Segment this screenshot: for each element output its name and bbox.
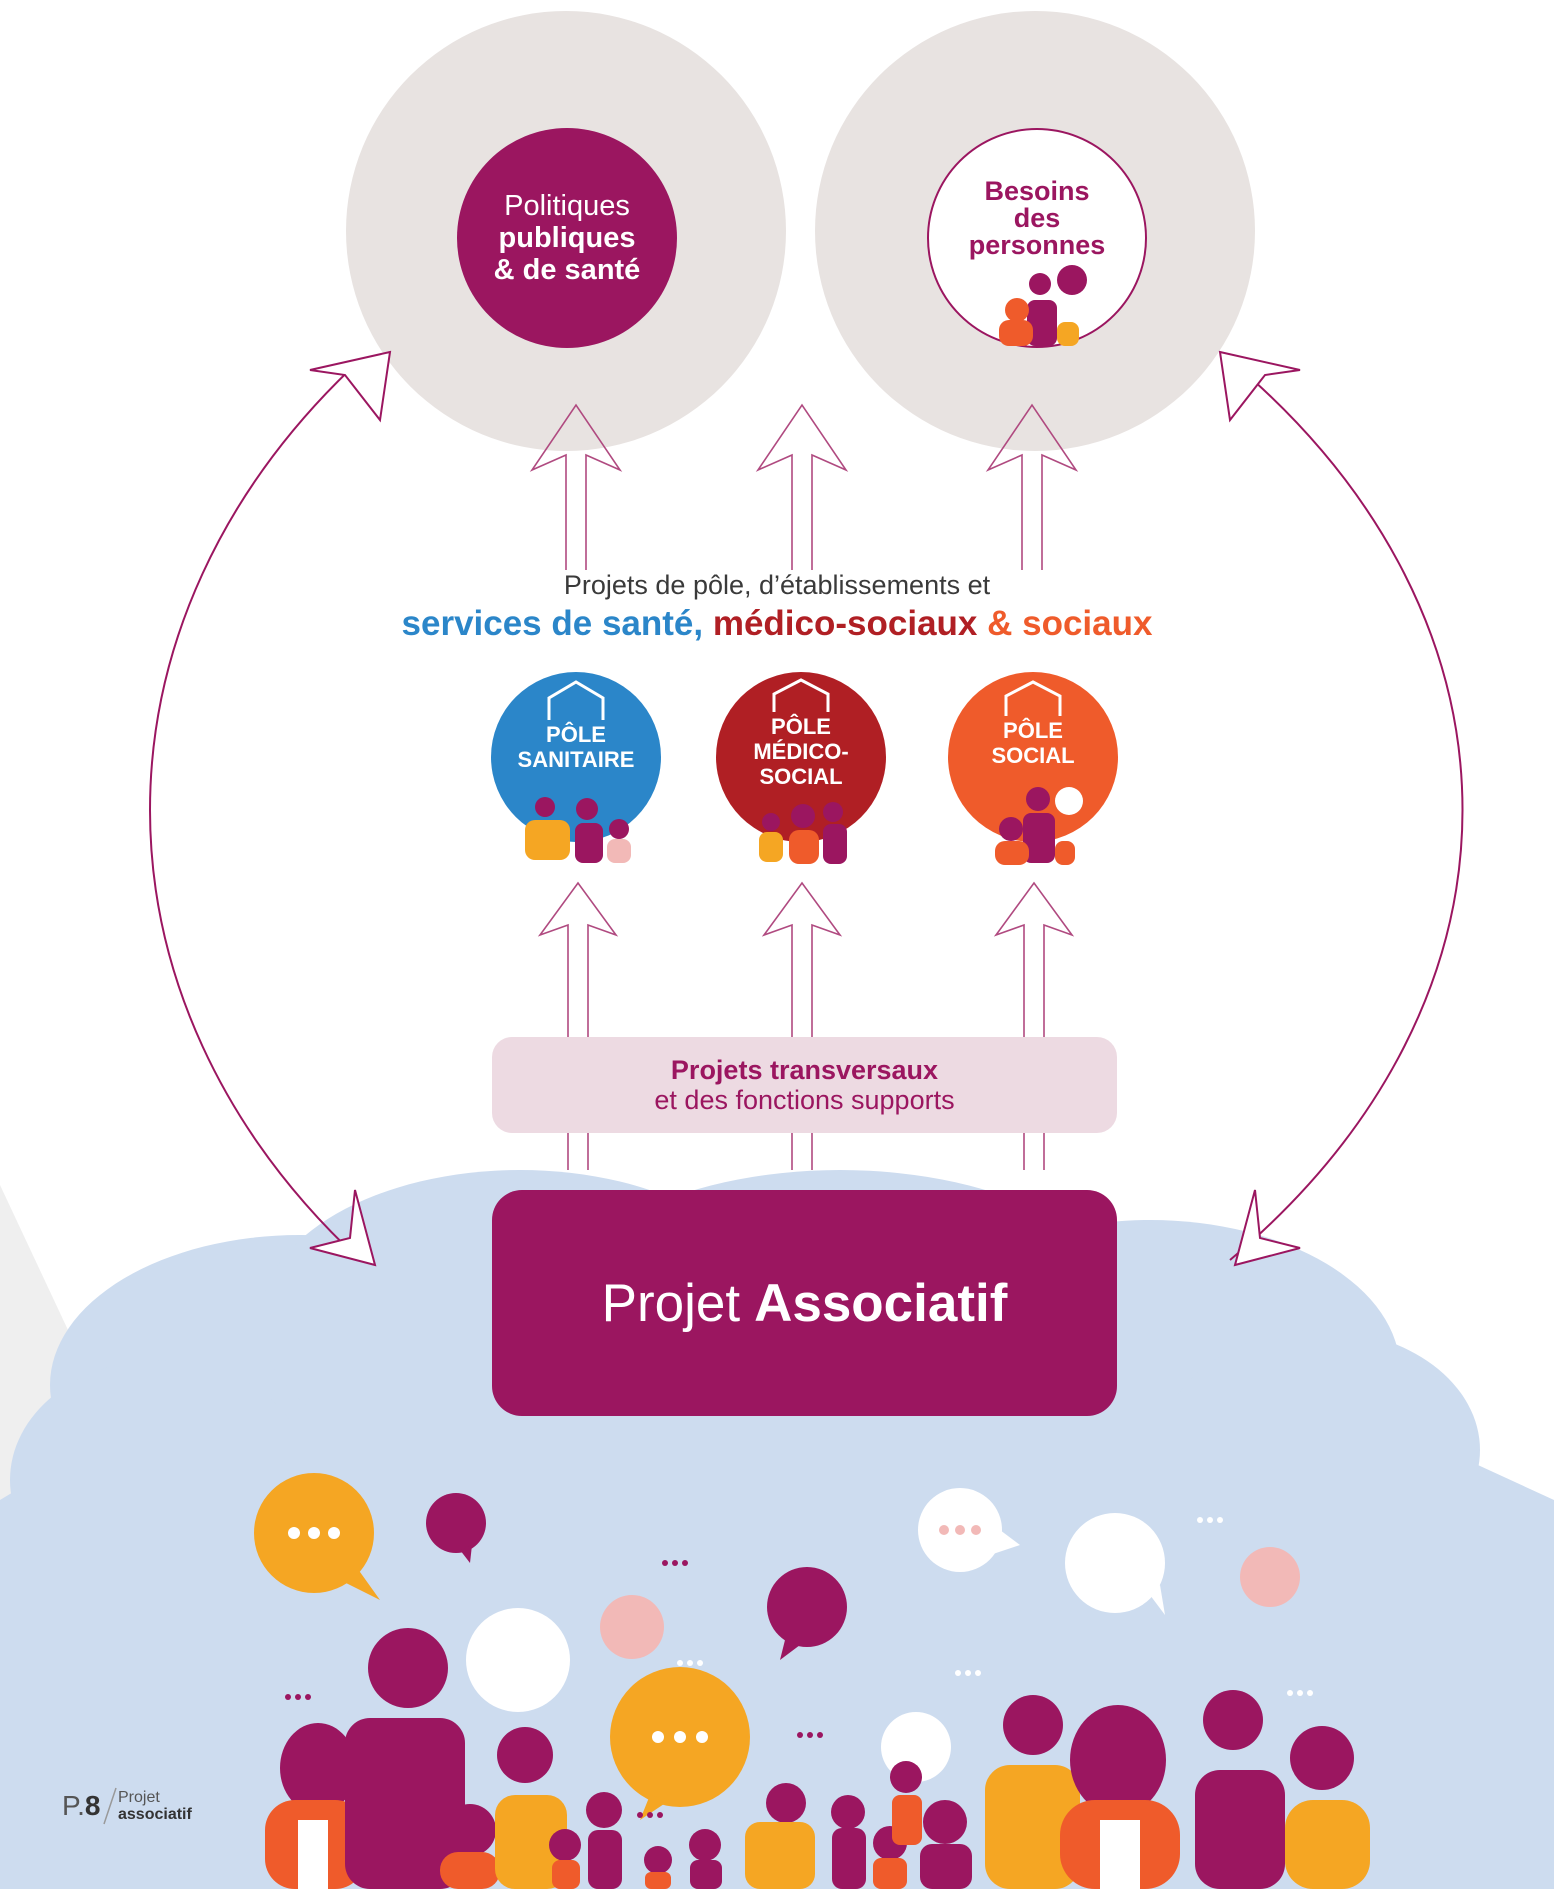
pole-social-line1: PÔLE bbox=[1003, 718, 1063, 743]
right-arc bbox=[1229, 359, 1464, 1261]
services-medico-sociaux: médico-sociaux bbox=[712, 604, 978, 643]
up-arrow-3 bbox=[985, 403, 1079, 570]
besoins-people-illustration bbox=[999, 265, 1087, 346]
footer-label-line2: associatif bbox=[118, 1806, 192, 1823]
services-line: services de santé, médico-sociaux & soci… bbox=[200, 604, 1354, 644]
associatif-bold: Associatif bbox=[754, 1273, 1008, 1333]
up-arrow-1 bbox=[529, 403, 623, 570]
footer-label-line1: Projet bbox=[118, 1789, 160, 1806]
pole-sanitaire-line1: PÔLE bbox=[546, 722, 606, 747]
arc-arrowhead-bottom-left bbox=[309, 1189, 377, 1267]
pole-sanitaire-people bbox=[525, 797, 631, 863]
services-sociaux: & sociaux bbox=[987, 604, 1153, 643]
arc-arrowhead-top-right bbox=[1218, 350, 1301, 423]
page-number-value: 8 bbox=[84, 1790, 101, 1821]
besoins-line2: des bbox=[1013, 203, 1061, 233]
pole-sanitaire-circle: PÔLE SANITAIRE bbox=[491, 672, 661, 842]
house-outline-icon bbox=[772, 678, 830, 712]
associatif-light: Projet bbox=[601, 1273, 741, 1333]
page-number: P.8 bbox=[62, 1790, 100, 1822]
arc-arrowhead-top-left bbox=[309, 350, 392, 423]
pole-medico-line3: SOCIAL bbox=[759, 764, 843, 789]
house-outline-icon bbox=[547, 680, 605, 720]
up-arrow-2 bbox=[755, 403, 849, 570]
arc-arrowhead-bottom-right bbox=[1233, 1189, 1301, 1267]
footer-slash bbox=[103, 1787, 117, 1825]
crowd-people bbox=[265, 1628, 1370, 1889]
house-outline-icon bbox=[1004, 680, 1062, 716]
politiques-circle: Politiques publiques & de santé bbox=[457, 128, 677, 348]
lower-arrow-3 bbox=[993, 881, 1075, 1170]
politiques-line1: Politiques bbox=[504, 190, 630, 222]
transversal-line2: et des fonctions supports bbox=[654, 1085, 955, 1115]
transversal-box: Projets transversaux et des fonctions su… bbox=[492, 1037, 1117, 1133]
besoins-line3: personnes bbox=[968, 230, 1106, 260]
lower-arrow-1 bbox=[537, 881, 619, 1170]
politiques-line2: publiques bbox=[498, 222, 636, 254]
speech-bubble-icon bbox=[1055, 787, 1083, 815]
speech-bubble-icon bbox=[1057, 265, 1087, 295]
pole-sanitaire-line2: SANITAIRE bbox=[517, 747, 635, 772]
left-arc bbox=[149, 359, 361, 1261]
lower-arrow-2 bbox=[761, 881, 843, 1170]
projets-subtitle: Projets de pôle, d’établissements et bbox=[563, 570, 991, 600]
pole-medico-line1: PÔLE bbox=[771, 714, 831, 739]
pole-social-line2: SOCIAL bbox=[991, 743, 1075, 768]
besoins-line1: Besoins bbox=[984, 176, 1090, 206]
page-prefix: P. bbox=[62, 1790, 85, 1821]
speech-bubbles bbox=[254, 1473, 1313, 1820]
footer-label: Projet associatif bbox=[118, 1789, 192, 1823]
pole-medico-line2: MÉDICO- bbox=[753, 739, 849, 764]
transversal-line1: Projets transversaux bbox=[670, 1055, 939, 1085]
politiques-line3: & de santé bbox=[493, 254, 641, 286]
pole-medico-people bbox=[759, 802, 847, 864]
services-sante: services de santé, bbox=[401, 604, 704, 643]
pole-social-people bbox=[995, 787, 1083, 865]
